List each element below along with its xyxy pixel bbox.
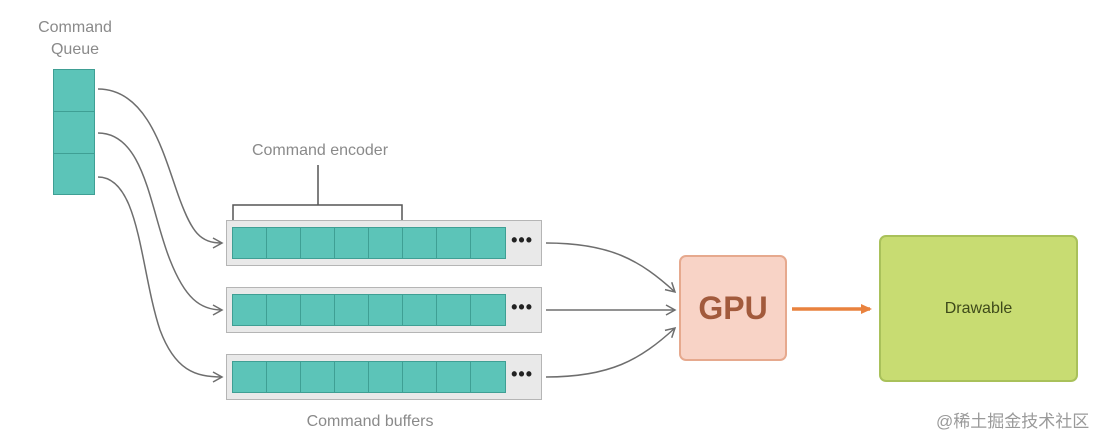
command-cell <box>301 228 335 258</box>
command-cell <box>437 362 471 392</box>
command-cell <box>369 362 403 392</box>
encoder-bracket <box>232 165 403 222</box>
ellipsis-icon: ••• <box>511 230 533 250</box>
command-cell <box>403 228 437 258</box>
queue-to-buffer-2-arrow <box>97 132 224 316</box>
command-cell <box>335 295 369 325</box>
queue-slot <box>54 70 94 112</box>
command-cell <box>471 362 505 392</box>
command-cell <box>471 295 505 325</box>
ellipsis-icon: ••• <box>511 364 533 384</box>
command-cell <box>267 228 301 258</box>
command-cell <box>437 295 471 325</box>
queue-to-buffer-3-arrow <box>97 176 224 383</box>
command-cell <box>369 228 403 258</box>
command-cell <box>301 362 335 392</box>
command-cell <box>335 362 369 392</box>
command-buffer: ••• <box>226 220 542 266</box>
command-cell <box>471 228 505 258</box>
command-cell <box>233 228 267 258</box>
command-cell <box>369 295 403 325</box>
command-queue <box>53 69 95 195</box>
command-cell <box>403 362 437 392</box>
command-cell <box>403 295 437 325</box>
command-buffer: ••• <box>226 287 542 333</box>
command-cell <box>267 362 301 392</box>
watermark: @稀土掘金技术社区 <box>936 412 1090 431</box>
command-cell <box>233 295 267 325</box>
queue-to-buffer-1-arrow <box>97 88 224 249</box>
command-cell <box>233 362 267 392</box>
buffer-1-to-gpu-arrow <box>545 242 677 294</box>
gpu-label: GPU <box>698 289 768 326</box>
command-cell <box>335 228 369 258</box>
command-buffers-label: Command buffers <box>306 413 434 430</box>
drawable-box: Drawable <box>879 235 1078 382</box>
command-buffer: ••• <box>226 354 542 400</box>
command-cell <box>267 295 301 325</box>
command-encoder-label: Command encoder <box>251 142 389 159</box>
queue-slot <box>54 154 94 196</box>
buffer-3-to-gpu-arrow <box>545 326 677 378</box>
ellipsis-icon: ••• <box>511 297 533 317</box>
command-cell <box>301 295 335 325</box>
command-queue-label: Command Queue <box>38 19 112 58</box>
gpu-chip: GPU <box>679 255 787 361</box>
drawable-label: Drawable <box>944 299 1013 317</box>
command-cell <box>437 228 471 258</box>
queue-slot <box>54 112 94 154</box>
